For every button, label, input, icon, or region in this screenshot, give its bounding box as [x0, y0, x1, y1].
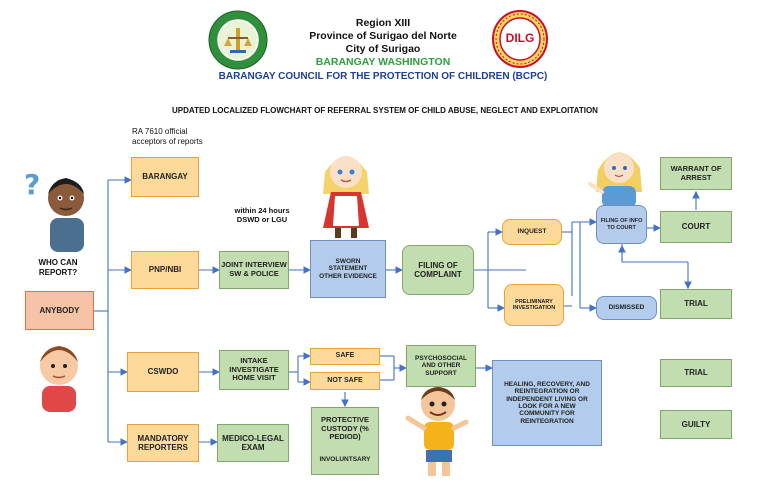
node-mandatory-reporters: MANDATORY REPORTERS [127, 424, 199, 462]
node-not-safe: NOT SAFE [310, 372, 380, 390]
barangay-seal [208, 10, 268, 70]
node-sworn-statement: SWORN STATEMENT OTHER EVIDENCE [310, 240, 386, 298]
flowchart-title: UPDATED LOCALIZED FLOWCHART OF REFERRAL … [172, 106, 598, 115]
thinking-boy-illustration [28, 338, 90, 414]
node-preliminary-investigation: PRELIMINARY INVESTIGATION [504, 284, 564, 326]
node-court: COURT [660, 211, 732, 243]
header-city: City of Surigao [345, 43, 421, 55]
protective-custody-title: PROTECTIVE CUSTODY (% PEDIOD) [321, 415, 369, 442]
question-boy-illustration: ? [22, 168, 96, 256]
dilg-seal: DILG [492, 10, 548, 68]
ra-label: RA 7610 official acceptors of reports [132, 127, 203, 146]
node-warrant-of-arrest: WARRANT OF ARREST [660, 157, 732, 190]
node-guilty: GUILTY [660, 410, 732, 439]
node-anybody: ANYBODY [25, 291, 94, 330]
node-filing-complaint: FILING OF COMPLAINT [402, 245, 474, 295]
girl-red-dress-illustration [313, 146, 379, 240]
header-council: BARANGAY COUNCIL FOR THE PROTECTION OF C… [218, 71, 548, 82]
boy-thumbsup-illustration [402, 382, 472, 478]
node-protective-custody: PROTECTIVE CUSTODY (% PEDIOD) INVOLUNTSA… [311, 407, 379, 475]
header-region: Region XIII [355, 17, 411, 29]
who-can-report-label: WHO CAN REPORT? [38, 258, 78, 277]
dilg-label: DILG [505, 31, 535, 45]
within-label: within 24 hours DSWD or LGU [234, 206, 290, 225]
node-psychosocial-support: PSYCHOSOCIAL AND OTHER SUPPORT [406, 345, 476, 387]
node-barangay: BARANGAY [131, 157, 199, 197]
node-filing-info-court: FILING OF INFO TO COURT [596, 205, 647, 244]
node-inquest: INQUEST [502, 219, 562, 245]
node-safe: SAFE [310, 348, 380, 365]
node-trial-1: TRIAL [660, 289, 732, 319]
header-province: Province of Surigao del Norte [309, 30, 457, 42]
node-pnp-nbi: PNP/NBI [131, 251, 199, 289]
node-intake-investigate: INTAKE INVESTIGATE HOME VISIT [219, 350, 289, 390]
header-barangay: BARANGAY WASHINGTON [315, 56, 451, 68]
node-dismissed: DISMISSED [596, 296, 657, 320]
node-healing-recovery: HEALING, RECOVERY, AND REINTEGRATION OR … [492, 360, 602, 446]
node-joint-interview: JOINT INTERVIEW SW & POLICE [219, 251, 289, 289]
node-trial-2: TRIAL [660, 359, 732, 387]
node-cswdo: CSWDO [127, 352, 199, 392]
protective-custody-sub: INVOLUNTSARY [319, 455, 371, 463]
svg-text:?: ? [24, 168, 40, 201]
girl-pointing-illustration [588, 140, 650, 210]
node-medico-legal: MEDICO-LEGAL EXAM [217, 424, 289, 462]
